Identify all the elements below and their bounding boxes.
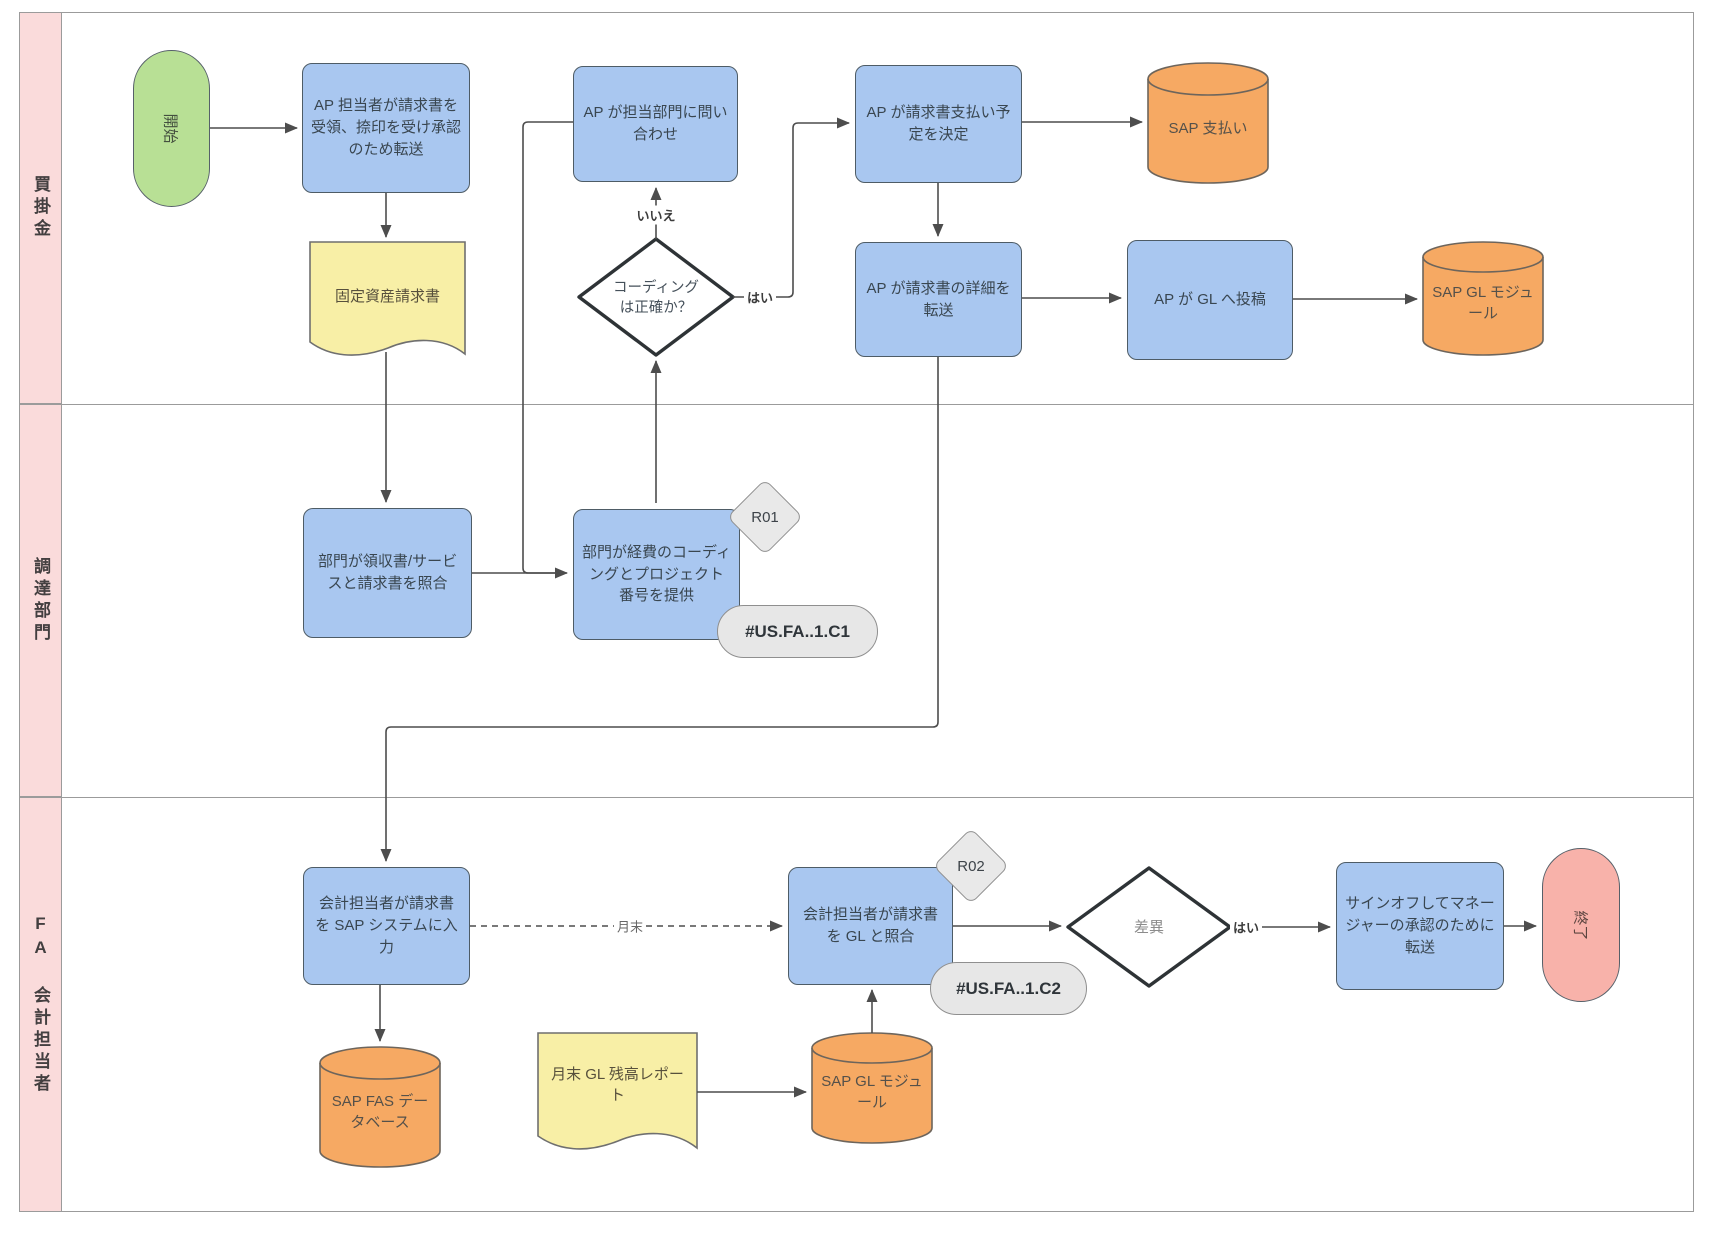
risk-badge-r02-label: R02 bbox=[957, 857, 985, 875]
lane-separator-2 bbox=[19, 797, 1694, 798]
process-sign-off[interactable]: サインオフしてマネージャーの承認のために転送 bbox=[1336, 862, 1504, 990]
process-ap-inquiry[interactable]: AP が担当部門に問い合わせ bbox=[573, 66, 738, 182]
datastore-sap-fas-db-shape[interactable] bbox=[319, 1046, 441, 1168]
risk-badge-r01-label: R01 bbox=[751, 508, 779, 526]
decision-coding-correct-shape[interactable] bbox=[577, 237, 735, 357]
edge-label-yes-coding: はい bbox=[743, 287, 777, 307]
lane-fa-accountant: FA 会計担当者 bbox=[19, 797, 62, 1212]
datastore-sap-payment-shape[interactable] bbox=[1147, 62, 1269, 184]
process-ap-post-gl[interactable]: AP が GL へ投稿 bbox=[1127, 240, 1293, 360]
risk-badge-r02[interactable]: R02 bbox=[932, 827, 1010, 905]
process-ap-schedule-payment[interactable]: AP が請求書支払い予定を決定 bbox=[855, 65, 1022, 183]
document-fixed-asset-invoice-shape[interactable] bbox=[309, 241, 466, 356]
lane-label-fa-accountant: FA 会計担当者 bbox=[31, 913, 50, 1096]
lane-procurement: 調達部門 bbox=[19, 404, 62, 797]
datastore-sap-gl-module-top-shape[interactable] bbox=[1422, 241, 1544, 356]
start-node[interactable]: 開始 bbox=[133, 50, 210, 207]
lane-label-accounts-payable: 買掛金 bbox=[31, 175, 50, 241]
datastore-sap-gl-module-bottom-shape[interactable] bbox=[811, 1032, 933, 1144]
decision-discrepancy-shape[interactable] bbox=[1066, 866, 1232, 988]
process-dept-match[interactable]: 部門が領収書/サービスと請求書を照合 bbox=[303, 508, 472, 638]
document-month-end-report-shape[interactable] bbox=[537, 1032, 698, 1150]
process-acct-reconcile[interactable]: 会計担当者が請求書を GL と照合 bbox=[788, 867, 953, 985]
start-label: 開始 bbox=[161, 113, 179, 144]
control-badge-c2[interactable]: #US.FA..1.C2 bbox=[930, 962, 1087, 1015]
lane-separator-1 bbox=[19, 404, 1694, 405]
edge-label-yes-discrepancy: はい bbox=[1229, 917, 1263, 937]
process-acct-enter-sap[interactable]: 会計担当者が請求書を SAP システムに入力 bbox=[303, 867, 470, 985]
edge-decision-yes-to-schedule bbox=[733, 117, 850, 298]
lane-accounts-payable: 買掛金 bbox=[19, 12, 62, 404]
process-ap-receive[interactable]: AP 担当者が請求書を受領、捺印を受け承認のため転送 bbox=[302, 63, 470, 193]
edge-label-no: いいえ bbox=[633, 205, 679, 225]
risk-badge-r01[interactable]: R01 bbox=[726, 478, 804, 556]
control-badge-c1[interactable]: #US.FA..1.C1 bbox=[717, 605, 878, 658]
end-node[interactable]: 終了 bbox=[1542, 848, 1620, 1002]
edge-label-month-end: 月末 bbox=[613, 916, 647, 936]
lane-label-procurement: 調達部門 bbox=[31, 556, 50, 645]
process-ap-forward-details[interactable]: AP が請求書の詳細を転送 bbox=[855, 242, 1022, 357]
process-dept-coding[interactable]: 部門が経費のコーディングとプロジェクト番号を提供 bbox=[573, 509, 740, 640]
end-label: 終了 bbox=[1571, 909, 1589, 941]
edge-forward-to-acct-enter bbox=[380, 357, 939, 862]
edge-ap-inquiry-loop bbox=[522, 121, 573, 574]
